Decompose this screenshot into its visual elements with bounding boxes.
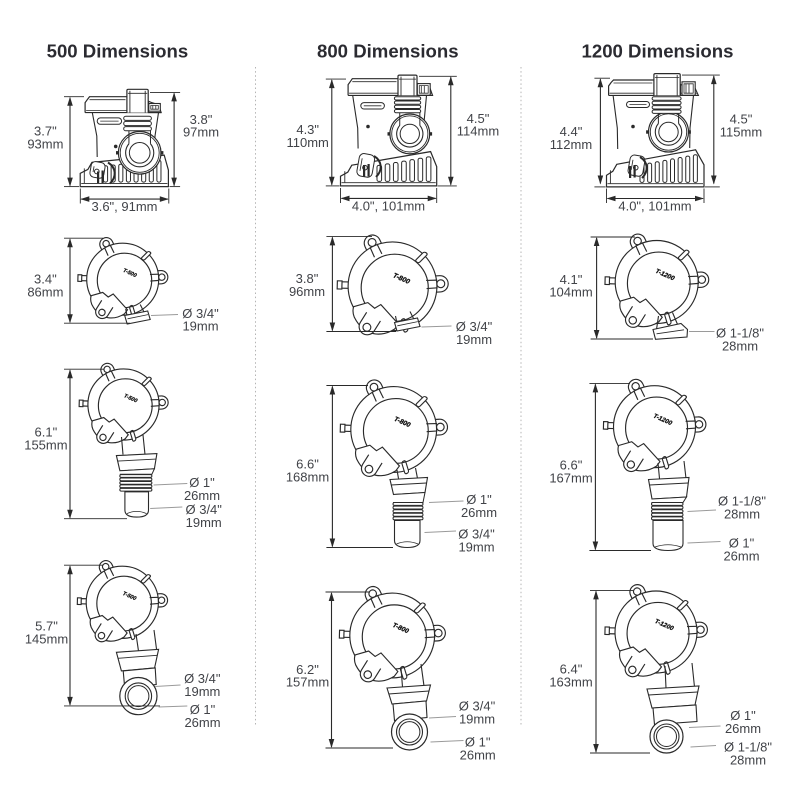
svg-text:6.2": 6.2" (296, 662, 319, 677)
svg-text:19mm: 19mm (184, 684, 220, 699)
svg-text:Ø 1": Ø 1" (466, 492, 492, 507)
svg-text:19mm: 19mm (456, 332, 492, 347)
svg-text:114mm: 114mm (457, 124, 499, 139)
svg-text:26mm: 26mm (723, 548, 759, 563)
svg-text:104mm: 104mm (549, 285, 592, 300)
svg-text:97mm: 97mm (183, 125, 219, 140)
svg-text:4.3": 4.3" (296, 122, 319, 137)
svg-text:4.0", 101mm: 4.0", 101mm (618, 199, 691, 214)
svg-text:26mm: 26mm (184, 715, 220, 730)
svg-text:3.7": 3.7" (34, 124, 57, 139)
svg-text:6.6": 6.6" (296, 457, 319, 472)
svg-text:6.1": 6.1" (35, 425, 58, 440)
svg-text:155mm: 155mm (24, 437, 67, 452)
svg-text:115mm: 115mm (720, 124, 762, 139)
svg-text:3.6", 91mm: 3.6", 91mm (91, 199, 157, 214)
svg-text:145mm: 145mm (25, 631, 68, 646)
svg-text:3.8": 3.8" (190, 112, 213, 127)
svg-text:4.5": 4.5" (730, 112, 753, 127)
svg-text:19mm: 19mm (182, 319, 218, 334)
svg-text:26mm: 26mm (184, 488, 220, 503)
svg-text:93mm: 93mm (27, 136, 63, 151)
svg-text:800 Dimensions: 800 Dimensions (317, 40, 459, 61)
svg-text:T-500: T-500 (122, 268, 138, 280)
svg-text:168mm: 168mm (286, 469, 329, 484)
svg-text:112mm: 112mm (550, 137, 592, 152)
svg-text:Ø 3/4": Ø 3/4" (184, 671, 221, 686)
svg-text:96mm: 96mm (289, 284, 325, 299)
svg-text:167mm: 167mm (549, 470, 592, 485)
svg-text:19mm: 19mm (458, 539, 494, 554)
svg-text:26mm: 26mm (461, 505, 497, 520)
svg-text:Ø 1": Ø 1" (190, 702, 216, 717)
svg-text:T-500: T-500 (121, 591, 137, 603)
svg-text:Ø 1-1/8": Ø 1-1/8" (718, 494, 766, 509)
svg-text:6.4": 6.4" (560, 662, 583, 677)
svg-text:163mm: 163mm (549, 674, 592, 689)
svg-text:Ø 1-1/8": Ø 1-1/8" (724, 740, 772, 755)
svg-text:Ø 3/4": Ø 3/4" (185, 502, 222, 517)
svg-text:Ø 1-1/8": Ø 1-1/8" (716, 326, 764, 341)
svg-text:1200 Dimensions: 1200 Dimensions (582, 40, 734, 61)
svg-text:19mm: 19mm (186, 515, 222, 530)
svg-text:3.4": 3.4" (34, 272, 57, 287)
svg-text:4.0", 101mm: 4.0", 101mm (352, 199, 425, 214)
svg-text:5.7": 5.7" (35, 618, 58, 633)
svg-text:Ø 3/4": Ø 3/4" (458, 527, 495, 542)
svg-text:Ø 1": Ø 1" (729, 536, 755, 551)
svg-text:4.1": 4.1" (560, 272, 583, 287)
svg-text:T-500: T-500 (123, 393, 139, 405)
svg-text:3.8": 3.8" (296, 271, 319, 286)
svg-text:6.6": 6.6" (560, 458, 583, 473)
svg-text:Ø 3/4": Ø 3/4" (456, 319, 493, 334)
svg-text:Ø 1": Ø 1" (189, 475, 215, 490)
svg-text:26mm: 26mm (460, 747, 496, 762)
svg-text:28mm: 28mm (724, 506, 760, 521)
svg-text:110mm: 110mm (287, 135, 329, 150)
svg-text:19mm: 19mm (459, 711, 495, 726)
svg-text:28mm: 28mm (730, 752, 766, 767)
svg-text:Ø 3/4": Ø 3/4" (182, 306, 219, 321)
svg-text:157mm: 157mm (286, 675, 329, 690)
svg-text:Ø 1": Ø 1" (465, 735, 491, 750)
svg-text:500 Dimensions: 500 Dimensions (47, 40, 189, 61)
svg-text:4.4": 4.4" (560, 124, 583, 139)
svg-text:28mm: 28mm (722, 338, 758, 353)
svg-text:4.5": 4.5" (467, 111, 490, 126)
svg-text:Ø 3/4": Ø 3/4" (459, 699, 496, 714)
svg-text:26mm: 26mm (725, 721, 761, 736)
svg-text:Ø 1": Ø 1" (730, 708, 756, 723)
svg-text:86mm: 86mm (27, 284, 63, 299)
